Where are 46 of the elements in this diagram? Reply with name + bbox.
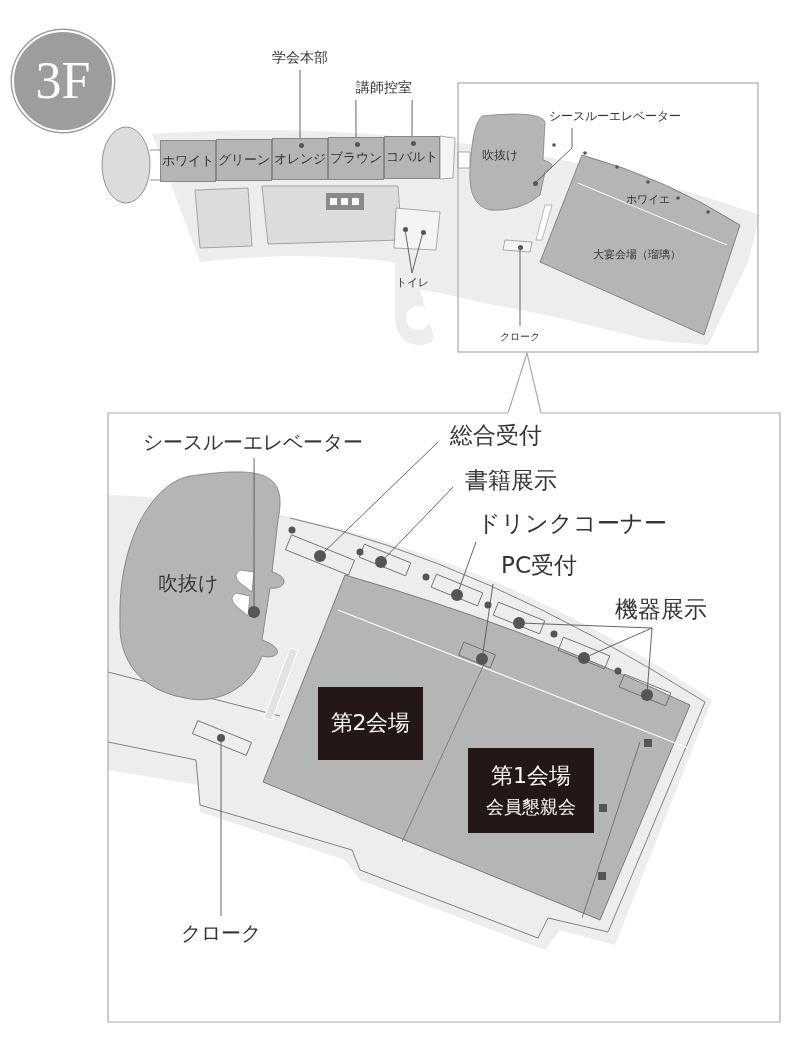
- callout-label: 講師控室: [346, 78, 422, 98]
- leader-dot: [532, 180, 538, 186]
- callout-label: シースルーエレベーター: [146, 428, 360, 456]
- room-box: グリーン: [216, 139, 272, 181]
- room-box: ホワイト: [160, 140, 216, 182]
- callout-label: クローク: [181, 918, 261, 948]
- callout-label: PC受付: [496, 550, 582, 582]
- room-box: コバルト: [384, 136, 440, 179]
- hall-label-box: 第2会場: [318, 687, 423, 760]
- area-label: 吹抜け: [478, 146, 522, 166]
- leader-line: [519, 249, 521, 327]
- callout-label: トイレ: [393, 275, 431, 291]
- leader-line: [220, 741, 222, 917]
- leader-line: [323, 441, 439, 553]
- leader-line: [482, 583, 494, 654]
- leader-line: [524, 622, 653, 629]
- leader-dot: [410, 140, 416, 146]
- event-name: 会員懇親会: [486, 796, 576, 817]
- leader-dot: [517, 244, 523, 250]
- leader-dot: [217, 734, 225, 742]
- leader-dot: [298, 142, 304, 148]
- callout-label: 総合受付: [441, 420, 551, 452]
- callout-label: ドリンクコーナー: [474, 508, 670, 540]
- leader-dot: [354, 141, 360, 147]
- callout-label: 書籍展示: [456, 465, 566, 497]
- callout-label: クローク: [495, 328, 545, 344]
- area-label: ホワイエ: [622, 192, 674, 208]
- leader-line: [536, 127, 573, 182]
- room-box: オレンジ: [272, 138, 328, 180]
- leader-line: [384, 486, 454, 559]
- leader-dot: [420, 229, 426, 235]
- leader-line: [458, 541, 477, 590]
- callout-label: 機器展示: [606, 594, 716, 626]
- leader-line: [589, 627, 653, 657]
- leader-dot: [402, 226, 408, 232]
- leader-line: [646, 627, 653, 690]
- callout-label: シースルーエレベーター: [545, 108, 685, 126]
- leader-line: [404, 231, 413, 274]
- area-label: 大宴会場（瑠璃）: [582, 246, 692, 264]
- callout-label: 学会本部: [265, 48, 335, 68]
- floor-badge: 3F: [12, 30, 114, 132]
- hall-name: 第1会場: [491, 764, 571, 789]
- hall-label-box: [468, 748, 594, 833]
- room-box: ブラウン: [328, 137, 384, 180]
- area-label: 吹抜け: [146, 568, 230, 598]
- leader-line: [411, 233, 423, 274]
